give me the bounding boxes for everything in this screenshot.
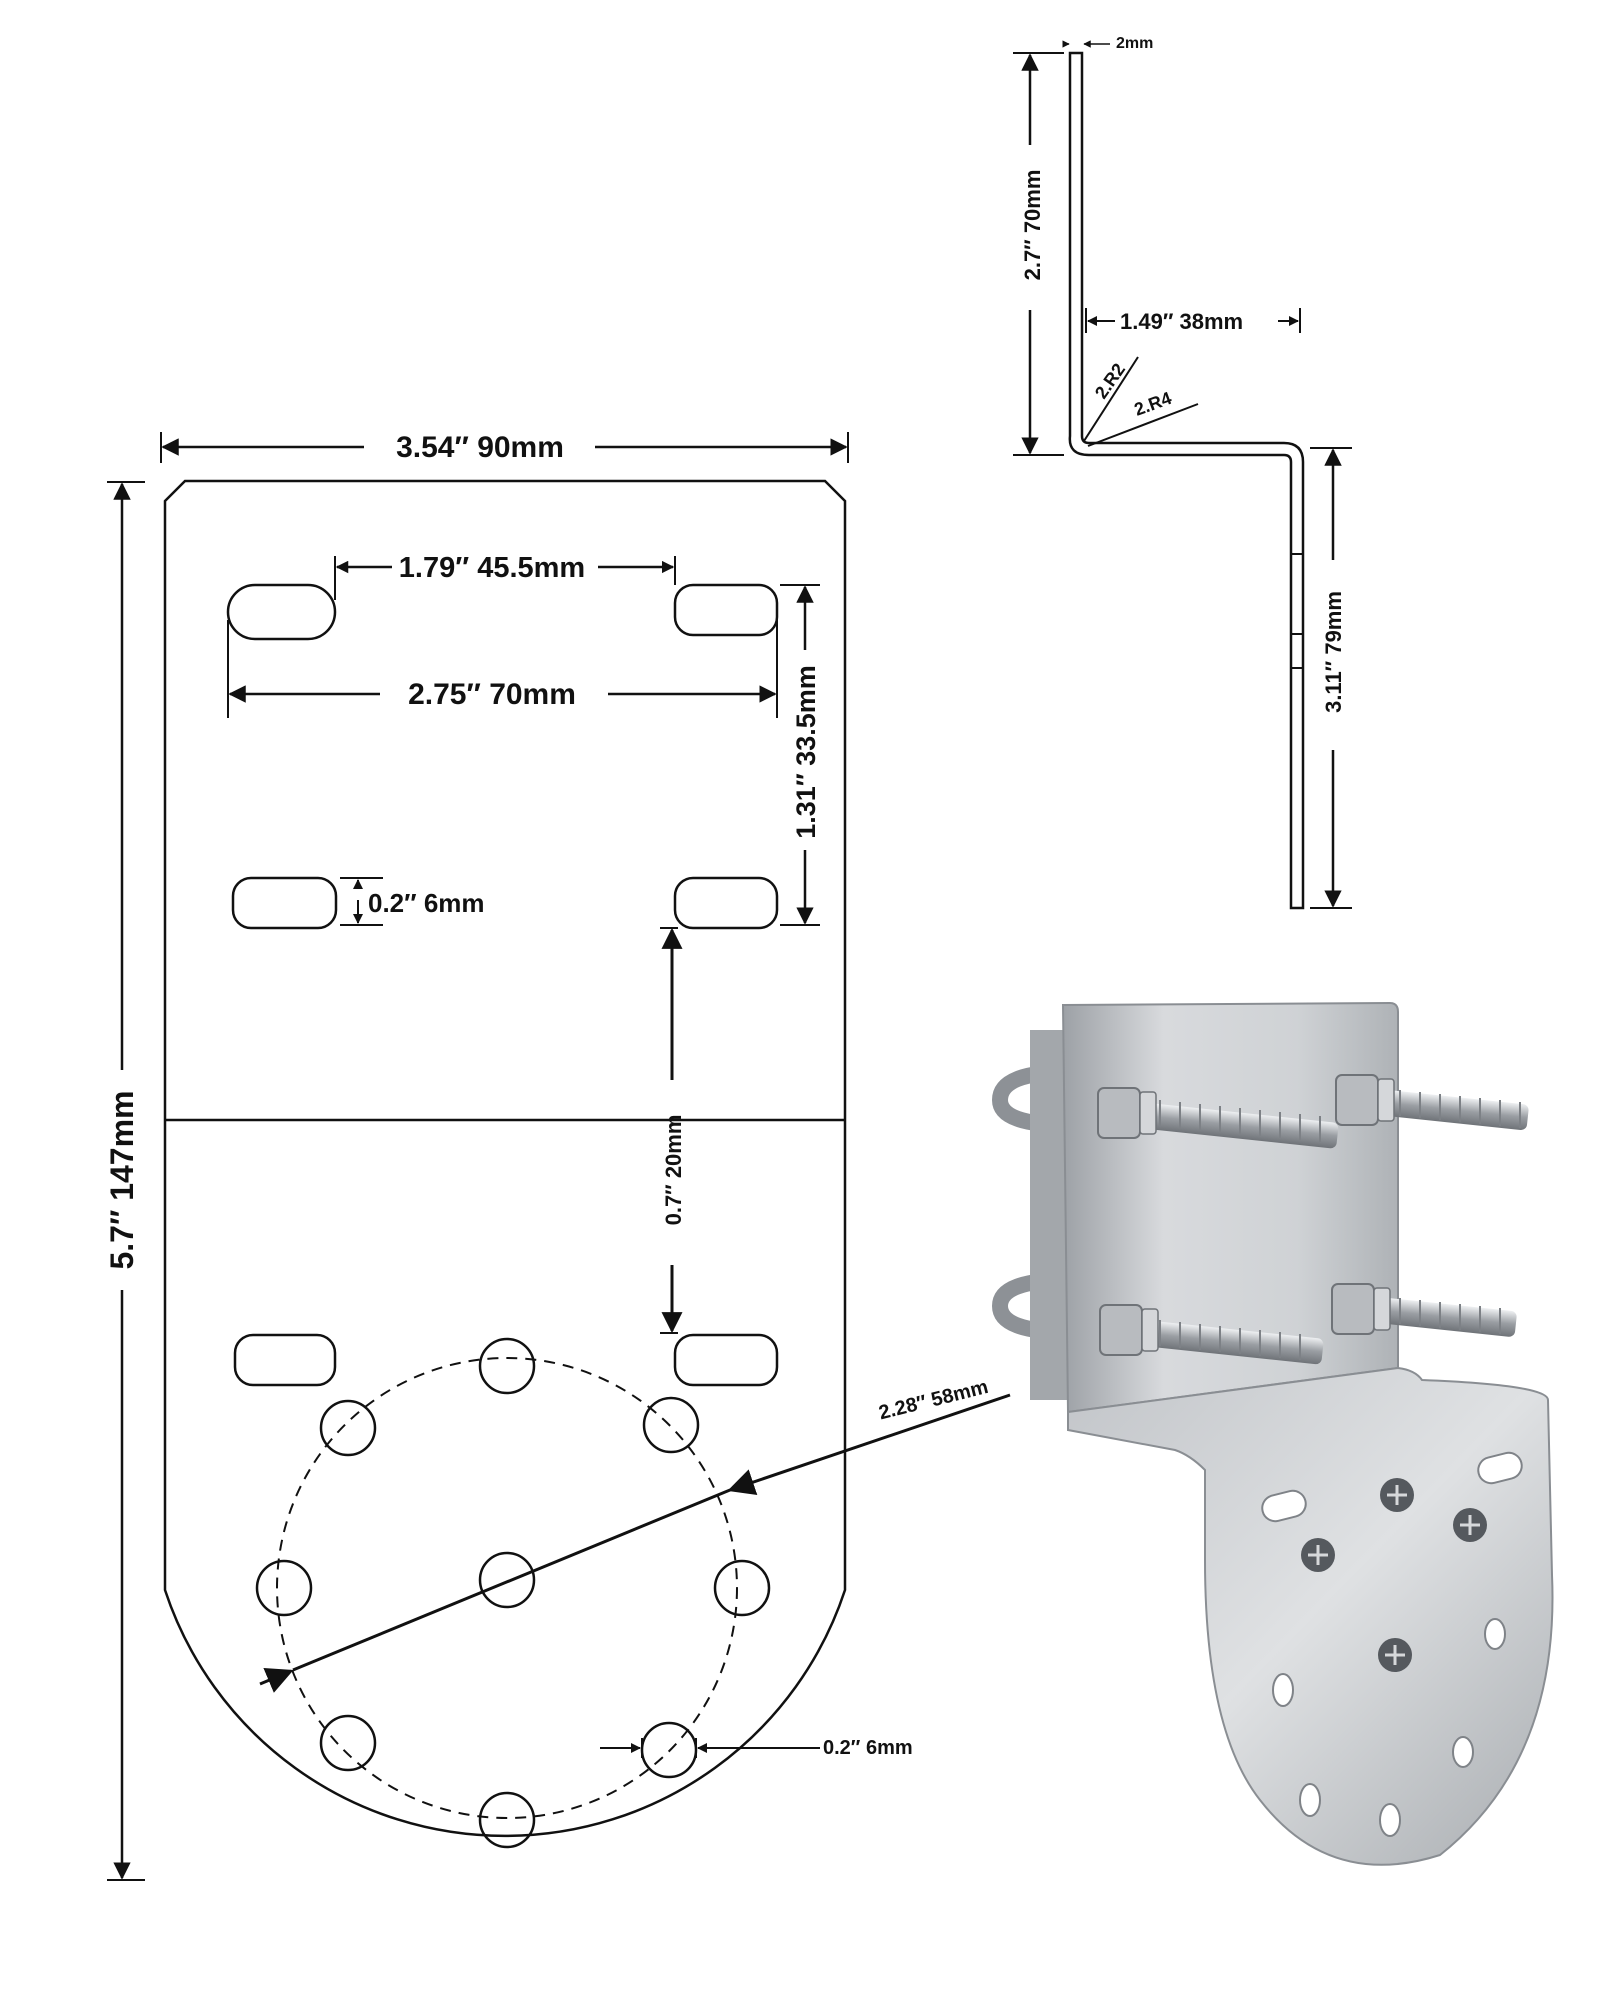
hole [642,1396,700,1454]
slot-height-dimension: 0.2″ 6mm [340,877,485,926]
offset-dimension: 1.49″ 38mm [1085,308,1301,334]
slot-gap-dimension: 0.7″ 20mm [660,927,686,1334]
photo-hole [1484,1618,1506,1650]
height-dimension: 5.7″ 147mm [104,481,145,1881]
thickness-label: 2mm [1116,35,1153,52]
radius-callouts: 2.R2 2.R4 [1083,356,1199,447]
lower-plate [1067,1366,1554,1866]
lower-height-dimension: 3.11″ 79mm [1310,447,1352,909]
upper-height-label: 2.7″ 70mm [1020,170,1045,281]
hole [478,1337,536,1395]
slot-mid-right [673,876,779,930]
width-label: 3.54″ 90mm [396,431,564,464]
photo-hole [1379,1803,1401,1837]
slot-outer-spacing-label: 2.75″ 70mm [408,678,576,711]
slot-top-left [226,583,337,641]
photo-slot [1477,1451,1523,1485]
slot-vertical-label: 1.31″ 33.5mm [791,665,821,839]
threaded-bolt [1335,1074,1529,1130]
threaded-bolt [1331,1283,1517,1337]
hole [319,1714,377,1772]
circle-diameter-label: 2.28″ 58mm [877,1376,991,1424]
side-profile [1068,51,1305,910]
slot-gap-label: 0.7″ 20mm [661,1115,686,1226]
photo-hole [1452,1736,1474,1768]
slots [226,583,779,1387]
hole [255,1559,313,1617]
side-view: 2mm 2.7″ 70mm 1.49″ 38mm 2.R2 2.R4 [1013,35,1352,910]
width-dimension: 3.54″ 90mm [160,431,849,464]
slot-vertical-dimension: 1.31″ 33.5mm [780,584,821,926]
slot-low-right [673,1333,779,1387]
front-view: 3.54″ 90mm 5.7″ 147mm 1.79″ 45.5mm 2.75″… [104,431,1011,1881]
slot-inner-spacing-label: 1.79″ 45.5mm [399,552,585,584]
photo-hole [1299,1783,1321,1817]
phillips-screw-icon [1380,1478,1414,1512]
height-label: 5.7″ 147mm [104,1091,140,1270]
threaded-bolt [1097,1087,1339,1149]
bolt-circle [276,1357,738,1819]
hole [478,1551,536,1609]
phillips-screw-icon [1301,1538,1335,1572]
threaded-bolt [1099,1304,1324,1365]
photo-hole [1272,1673,1294,1707]
upper-height-dimension: 2.7″ 70mm [1013,52,1064,456]
slot-outer-spacing-dimension: 2.75″ 70mm [227,620,778,718]
slot-top-right [673,583,779,637]
phillips-screw-icon [1378,1638,1412,1672]
photo-slot [1261,1489,1307,1523]
slot-mid-left [231,876,338,930]
hole-diameter-dimension: 0.2″ 6mm [600,1737,913,1759]
slot-height-label: 0.2″ 6mm [368,888,485,918]
lower-height-label: 3.11″ 79mm [1321,591,1346,713]
hole-pattern [255,1337,771,1849]
slot-inner-spacing-dimension: 1.79″ 45.5mm [334,552,676,600]
offset-label: 1.49″ 38mm [1120,309,1243,334]
hole-diameter-label: 0.2″ 6mm [823,1737,913,1759]
product-photo [991,1001,1554,1866]
circle-diameter-dimension: 2.28″ 58mm [259,1376,1011,1693]
hole [713,1559,771,1617]
plate-outline [163,479,847,1838]
hole [478,1791,536,1849]
hole [319,1399,377,1457]
phillips-screw-icon [1453,1508,1487,1542]
slot-low-left [233,1333,337,1387]
thickness-dimension: 2mm [1062,35,1153,52]
